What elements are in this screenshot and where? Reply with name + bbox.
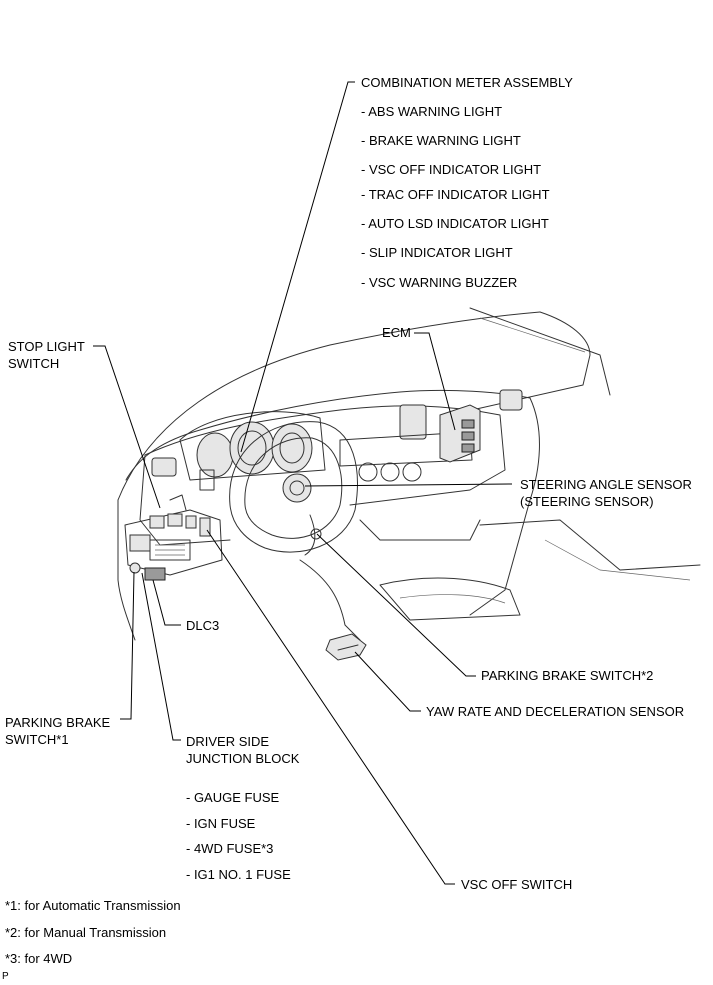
steering-angle-sensor-label-line1: STEERING ANGLE SENSOR [520, 477, 692, 492]
meter-item-vsc-off-indicator: - VSC OFF INDICATOR LIGHT [361, 162, 542, 177]
junction-block-title-line2: JUNCTION BLOCK [186, 751, 300, 766]
steering-angle-sensor-label-line2: (STEERING SENSOR) [520, 494, 654, 509]
meter-item-brake-warning-light: - BRAKE WARNING LIGHT [361, 133, 521, 148]
stop-light-switch-label-line1: STOP LIGHT [8, 339, 85, 354]
fuse-item-ig1-no1: - IG1 NO. 1 FUSE [186, 867, 291, 882]
fuse-item-gauge: - GAUGE FUSE [186, 790, 280, 805]
meter-item-abs-warning-light: - ABS WARNING LIGHT [361, 104, 503, 119]
steering-wheel [229, 421, 358, 556]
ecm-label: ECM [382, 325, 411, 340]
meter-item-slip-indicator: - SLIP INDICATOR LIGHT [361, 245, 513, 260]
combination-meter-title: COMBINATION METER ASSEMBLY [361, 75, 573, 90]
parking-brake-switch-art [129, 562, 141, 574]
cabin-outline [117, 307, 701, 641]
center-vent [399, 404, 427, 440]
dlc3-art [144, 567, 166, 581]
hvac-knob [358, 462, 378, 482]
hvac-knob [402, 462, 422, 482]
parking-brake-switch-1-label-line2: SWITCH*1 [5, 732, 69, 747]
meter-item-trac-off-indicator: - TRAC OFF INDICATOR LIGHT [361, 187, 550, 202]
steering-angle-sensor-art [282, 473, 312, 503]
parking-brake-switch-2-label: PARKING BRAKE SWITCH*2 [481, 668, 654, 683]
yaw-rate-sensor-label: YAW RATE AND DECELERATION SENSOR [426, 704, 685, 719]
meter-item-vsc-warning-buzzer: - VSC WARNING BUZZER [361, 275, 518, 290]
footnote-2: *2: for Manual Transmission [5, 925, 167, 940]
fuse-item-ign: - IGN FUSE [186, 816, 256, 831]
meter-item-auto-lsd-indicator: - AUTO LSD INDICATOR LIGHT [361, 216, 549, 231]
side-vent [499, 389, 523, 411]
hvac-knob [380, 462, 400, 482]
left-vent [151, 457, 177, 477]
ecm-art [439, 404, 481, 463]
corner-mark: P [2, 971, 9, 982]
yaw-rate-sensor-art [325, 633, 367, 661]
fuse-item-4wd: - 4WD FUSE*3 [186, 841, 274, 856]
leader-lines [93, 81, 513, 885]
junction-block-title-line1: DRIVER SIDE [186, 734, 270, 749]
stop-light-switch-label-line2: SWITCH [8, 356, 60, 371]
footnote-1: *1: for Automatic Transmission [5, 898, 181, 913]
dlc3-label: DLC3 [186, 618, 220, 633]
driver-side-junction-block-art [124, 494, 223, 581]
footnote-3: *3: for 4WD [5, 951, 73, 966]
parking-brake-switch-1-label-line1: PARKING BRAKE [5, 715, 111, 730]
vsc-off-switch-label: VSC OFF SWITCH [461, 877, 573, 892]
